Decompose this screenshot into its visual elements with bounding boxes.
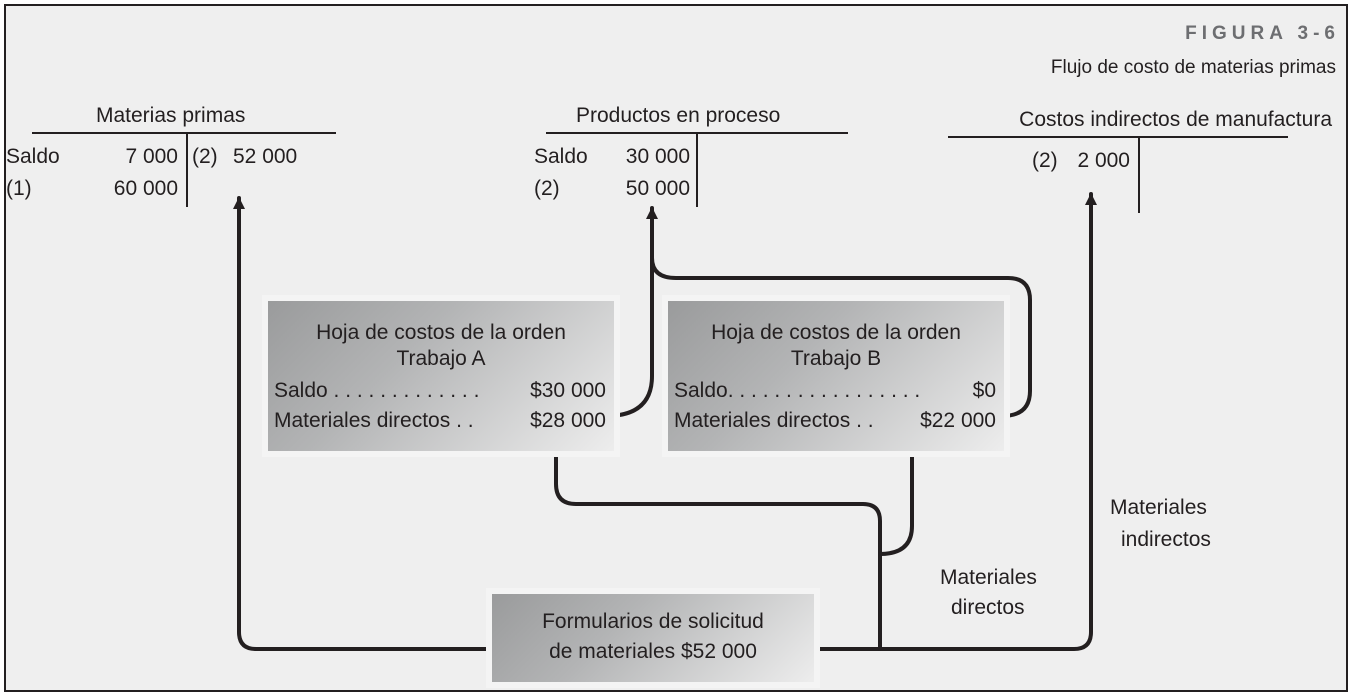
figure-caption: Flujo de costo de materias primas bbox=[1050, 57, 1336, 78]
debit-label: (2) bbox=[534, 177, 560, 200]
job-line-label: Saldo. . . . . . . . . . . . . . . . . bbox=[674, 379, 921, 402]
materials-requisition-box: Formularios de solicitud de materiales $… bbox=[486, 588, 820, 688]
job-sheet-job: Trabajo B bbox=[790, 347, 882, 370]
t-account-title: Productos en proceso bbox=[576, 104, 781, 127]
job-line-label: Saldo . . . . . . . . . . . . . bbox=[274, 379, 480, 402]
t-account-vertical-rule bbox=[696, 133, 698, 207]
t-account-vertical-rule bbox=[186, 133, 188, 207]
t-account-horizontal-rule bbox=[948, 136, 1288, 138]
job-line-value: $30 000 bbox=[530, 379, 606, 402]
indirect-materials-label-line2: indirectos bbox=[1121, 528, 1211, 551]
arrow-requisition-to-overhead bbox=[816, 192, 1097, 651]
debit-value: 30 000 bbox=[625, 145, 690, 168]
arrow-requisition-to-job-b bbox=[878, 444, 918, 556]
figure-number: FIGURA 3-6 bbox=[1185, 23, 1340, 44]
debit-value: 7 000 bbox=[125, 145, 178, 168]
direct-materials-label-line1: Materiales bbox=[940, 566, 1037, 589]
arrow-requisition-to-raw-materials bbox=[233, 196, 490, 651]
credit-label: (2) bbox=[192, 145, 218, 168]
job-cost-sheet-b: Hoja de costos de la orden Trabajo B Sal… bbox=[662, 295, 1010, 457]
job-sheet-job: Trabajo A bbox=[396, 347, 486, 370]
job-line-value: $28 000 bbox=[530, 409, 606, 432]
arrow-job-b-to-work-in-process bbox=[650, 256, 1032, 418]
requisition-line2: de materiales $52 000 bbox=[549, 640, 757, 663]
debit-label: Saldo bbox=[534, 145, 588, 168]
debit-value: 2 000 bbox=[1077, 149, 1130, 172]
debit-label: (2) bbox=[1032, 149, 1058, 172]
job-sheet-title: Hoja de costos de la orden bbox=[711, 321, 961, 344]
t-account-title: Materias primas bbox=[96, 104, 246, 127]
figure-frame: FIGURA 3-6 Flujo de costo de materias pr… bbox=[4, 4, 1348, 692]
debit-label: (1) bbox=[6, 177, 32, 200]
job-cost-sheet-a: Hoja de costos de la orden Trabajo A Sal… bbox=[262, 295, 620, 457]
indirect-materials-label-line1: Materiales bbox=[1110, 496, 1207, 519]
t-account-horizontal-rule bbox=[32, 132, 336, 134]
job-line-value: $0 bbox=[972, 379, 996, 402]
arrow-requisition-to-job-a bbox=[550, 444, 882, 651]
requisition-line1: Formularios de solicitud bbox=[542, 610, 764, 633]
debit-value: 60 000 bbox=[113, 177, 178, 200]
job-line-label: Materiales directos . . bbox=[274, 409, 474, 432]
job-line-label: Materiales directos . . bbox=[674, 409, 874, 432]
debit-label: Saldo bbox=[6, 145, 60, 168]
job-line-value: $22 000 bbox=[920, 409, 996, 432]
flow-arrows bbox=[233, 192, 1097, 651]
t-account-vertical-rule bbox=[1138, 137, 1140, 213]
credit-value: 52 000 bbox=[233, 145, 298, 168]
job-sheet-title: Hoja de costos de la orden bbox=[316, 321, 566, 344]
t-account-title: Costos indirectos de manufactura bbox=[1019, 108, 1332, 131]
debit-value: 50 000 bbox=[625, 177, 690, 200]
direct-materials-label-line2: directos bbox=[951, 596, 1025, 619]
